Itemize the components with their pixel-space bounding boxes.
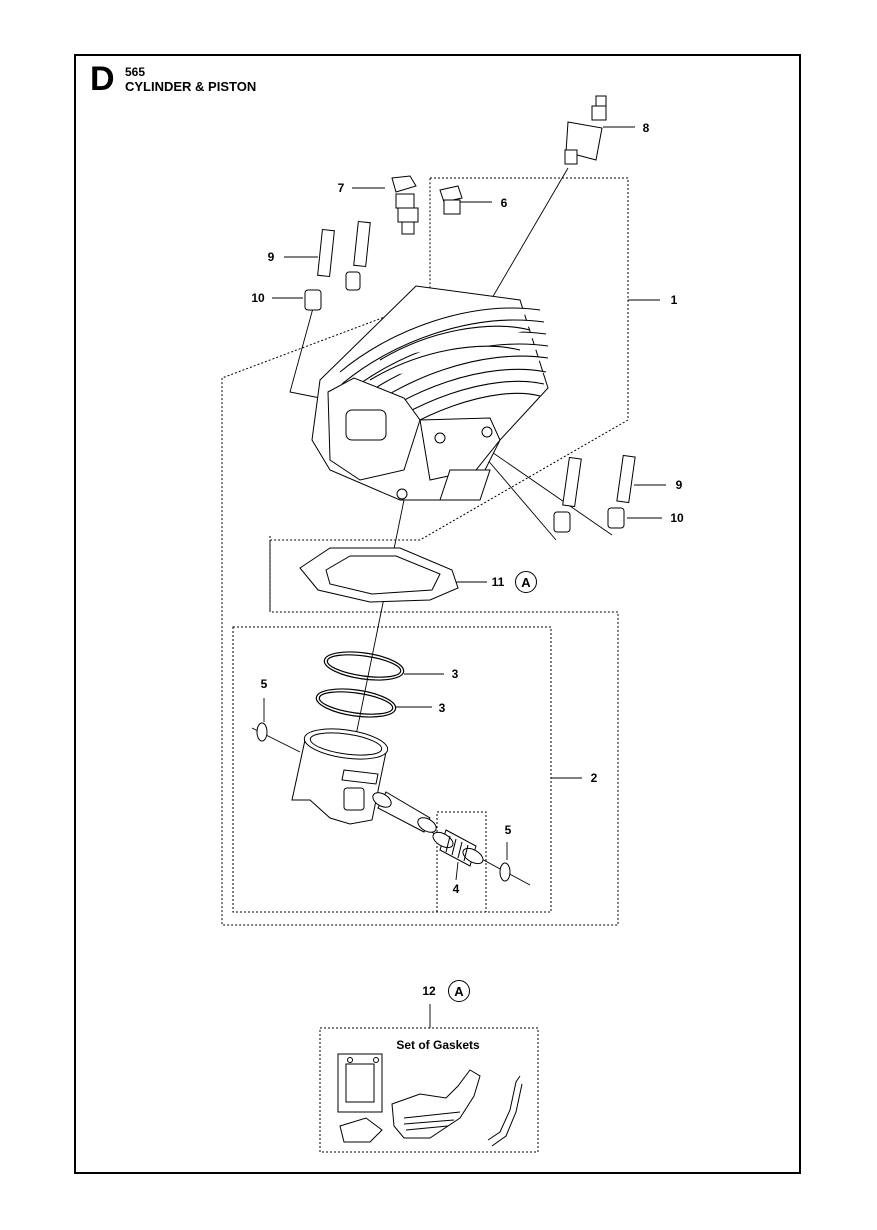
plug-icon [439, 185, 463, 215]
bolt-axis-right [485, 447, 613, 541]
callout-9-right: 9 [675, 478, 683, 492]
callout-5-right: 5 [504, 823, 512, 837]
bolt-icon-right [562, 454, 636, 508]
gasket-kit-boundary [319, 1027, 539, 1153]
cylinder-icon [311, 285, 549, 501]
callout-3-upper: 3 [451, 667, 459, 681]
gasket-kit-title: Set of Gaskets [396, 1038, 480, 1052]
piston-icon [291, 728, 389, 825]
circlip-icon [256, 722, 511, 882]
piston-ring-icon [315, 651, 405, 718]
base-gasket-icon [299, 547, 459, 603]
page-frame [74, 54, 801, 1174]
needle-bearing-icon [432, 829, 484, 867]
callout-2: 2 [590, 771, 598, 785]
section-title: CYLINDER & PISTON [125, 79, 257, 94]
section-letter: D [90, 60, 115, 98]
cylinder-assembly-boundary [221, 177, 629, 926]
spark-plug-axis [487, 167, 569, 306]
callout-1: 1 [670, 293, 678, 307]
bolt-icon-left [317, 220, 371, 278]
gasket-set-icon [337, 1053, 523, 1147]
callout-10-right: 10 [670, 511, 684, 525]
callout-12: 12 [422, 984, 436, 998]
bolt-axis-left [289, 289, 331, 401]
piston-pin-icon [372, 791, 437, 833]
callout-3-lower: 3 [438, 701, 446, 715]
callout-9-left: 9 [267, 250, 275, 264]
piston-axis [353, 499, 405, 746]
callout-7: 7 [337, 181, 345, 195]
sleeve-icon-right [553, 507, 625, 533]
sleeve-icon-left [304, 271, 361, 311]
callout-5-left: 5 [260, 677, 268, 691]
spark-plug-icon [564, 95, 607, 165]
callout-4: 4 [452, 882, 460, 896]
callout-6: 6 [500, 196, 508, 210]
callout-10-left: 10 [251, 291, 265, 305]
bearing-boundary [436, 811, 487, 912]
leader-4 [455, 861, 459, 881]
kit-reference-badge: A [515, 571, 537, 593]
callout-8: 8 [642, 121, 650, 135]
callout-11: 11 [491, 575, 505, 589]
model-number: 565 [125, 65, 146, 79]
decompression-valve-icon [391, 175, 419, 235]
kit-reference-badge: A [448, 980, 470, 1002]
piston-assembly-boundary [232, 626, 552, 913]
